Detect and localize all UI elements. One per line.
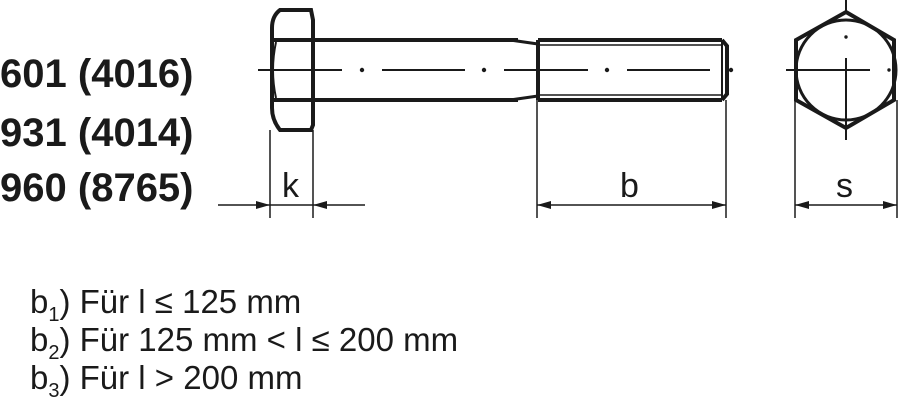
extension-lines (269, 100, 898, 218)
standard-label-960: 960 (8765) (0, 168, 194, 208)
note-text: ) Für 125 mm < l ≤ 200 mm (59, 321, 459, 358)
note-b3: b3) Für l > 200 mm (30, 359, 458, 401)
note-index: 3 (48, 380, 60, 402)
standard-label-601: 601 (4016) (0, 54, 194, 94)
dimension-b-label: b (620, 167, 639, 205)
iso-number: (4016) (77, 52, 194, 96)
din-number: 601 (0, 52, 67, 96)
bolt-shank (313, 38, 539, 102)
dimension-s-label: s (836, 167, 853, 205)
note-symbol: b (30, 321, 49, 358)
note-index: 2 (48, 342, 60, 364)
note-text: ) Für l ≤ 125 mm (59, 283, 302, 320)
center-line (258, 67, 734, 73)
iso-number: (4014) (77, 111, 194, 155)
standard-label-931: 931 (4014) (0, 113, 194, 153)
bolt-head-end-view (786, 0, 898, 140)
note-symbol: b (30, 359, 49, 396)
din-number: 931 (0, 111, 67, 155)
note-b2: b2) Für 125 mm < l ≤ 200 mm (30, 321, 459, 363)
note-text: ) Für l > 200 mm (59, 359, 303, 396)
iso-number: (8765) (77, 166, 194, 210)
din-number: 960 (0, 166, 67, 210)
dimension-k-label: k (282, 167, 300, 205)
note-b1: b1) Für l ≤ 125 mm (30, 283, 458, 325)
thread-length-notes: b1) Für l ≤ 125 mm b2) Für 125 mm < l ≤ … (30, 283, 459, 401)
note-index: 1 (48, 304, 60, 326)
note-symbol: b (30, 283, 49, 320)
